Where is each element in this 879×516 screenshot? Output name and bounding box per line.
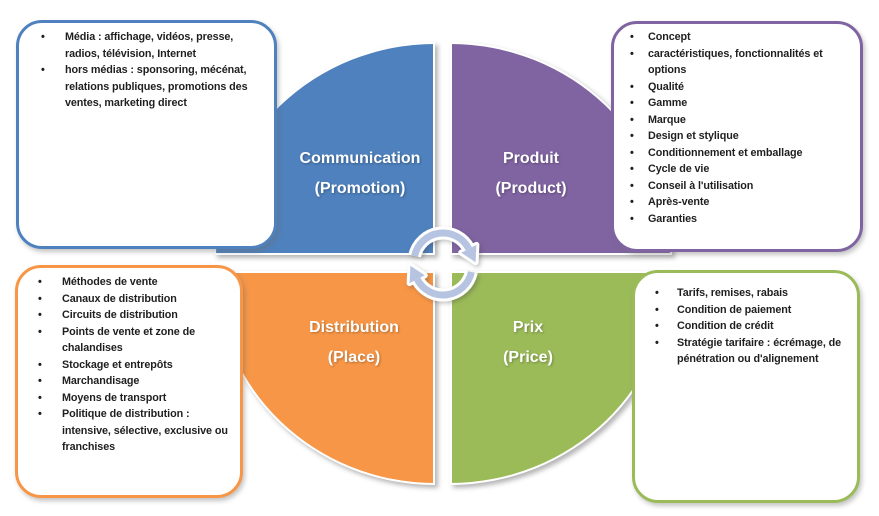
bullet-item: Gamme [614,95,856,112]
bullet-item: caractéristiques, fonctionnalités et opt… [614,46,856,79]
cycle-arrow-top [408,226,480,266]
quadrant-produit-label: Produit (Product) [446,144,616,204]
bullet-item: Politique de distribution : intensive, s… [18,406,236,456]
callout-prix: Tarifs, remises, rabaisCondition de paie… [632,270,860,503]
quadrant-title: Communication [299,150,421,167]
bullet-item: Stratégie tarifaire : écrémage, de pénét… [635,335,853,368]
quadrant-subtitle: (Product) [495,180,567,197]
quadrant-title: Produit [503,150,559,167]
bullet-list-produit: Conceptcaractéristiques, fonctionnalités… [614,24,860,227]
bullet-item: Marchandisage [18,373,236,390]
quadrant-subtitle: (Price) [503,349,553,366]
bullet-item: Tarifs, remises, rabais [635,285,853,302]
callout-produit: Conceptcaractéristiques, fonctionnalités… [611,21,863,252]
bullet-item: Conditionnement et emballage [614,145,856,162]
bullet-item: Conseil à l'utilisation [614,178,856,195]
bullet-item: hors médias : sponsoring, mécénat, relat… [19,62,266,112]
quadrant-prix-label: Prix (Price) [443,313,613,373]
cycle-arrow-bottom [406,262,478,302]
bullet-list-communication: Média : affichage, vidéos, presse, radio… [19,23,274,112]
cycle-arrows-icon [406,226,480,302]
quadrant-subtitle: (Place) [327,349,381,366]
callout-communication: Média : affichage, vidéos, presse, radio… [16,20,277,249]
bullet-item: Après-vente [614,194,856,211]
bullet-item: Condition de paiement [635,302,853,319]
bullet-list-prix: Tarifs, remises, rabaisCondition de paie… [635,273,857,368]
bullet-item: Canaux de distribution [18,291,236,308]
bullet-item: Méthodes de vente [18,274,236,291]
bullet-item: Concept [614,29,856,46]
bullet-item: Marque [614,112,856,129]
bullet-item: Moyens de transport [18,390,236,407]
bullet-item: Média : affichage, vidéos, presse, radio… [19,29,266,62]
bullet-item: Design et stylique [614,128,856,145]
bullet-item: Circuits de distribution [18,307,236,324]
quadrant-subtitle: (Promotion) [314,180,406,197]
bullet-item: Cycle de vie [614,161,856,178]
callout-distribution: Méthodes de venteCanaux de distributionC… [15,265,243,498]
bullet-list-distribution: Méthodes de venteCanaux de distributionC… [18,268,240,456]
bullet-item: Points de vente et zone de chalandises [18,324,236,357]
quadrant-title: Distribution [309,319,399,336]
quadrant-distribution-label: Distribution (Place) [269,313,439,373]
bullet-item: Qualité [614,79,856,96]
bullet-item: Stockage et entrepôts [18,357,236,374]
quadrant-title: Prix [512,319,544,336]
bullet-item: Garanties [614,211,856,228]
bullet-item: Condition de crédit [635,318,853,335]
quadrant-communication-label: Communication (Promotion) [275,144,445,204]
